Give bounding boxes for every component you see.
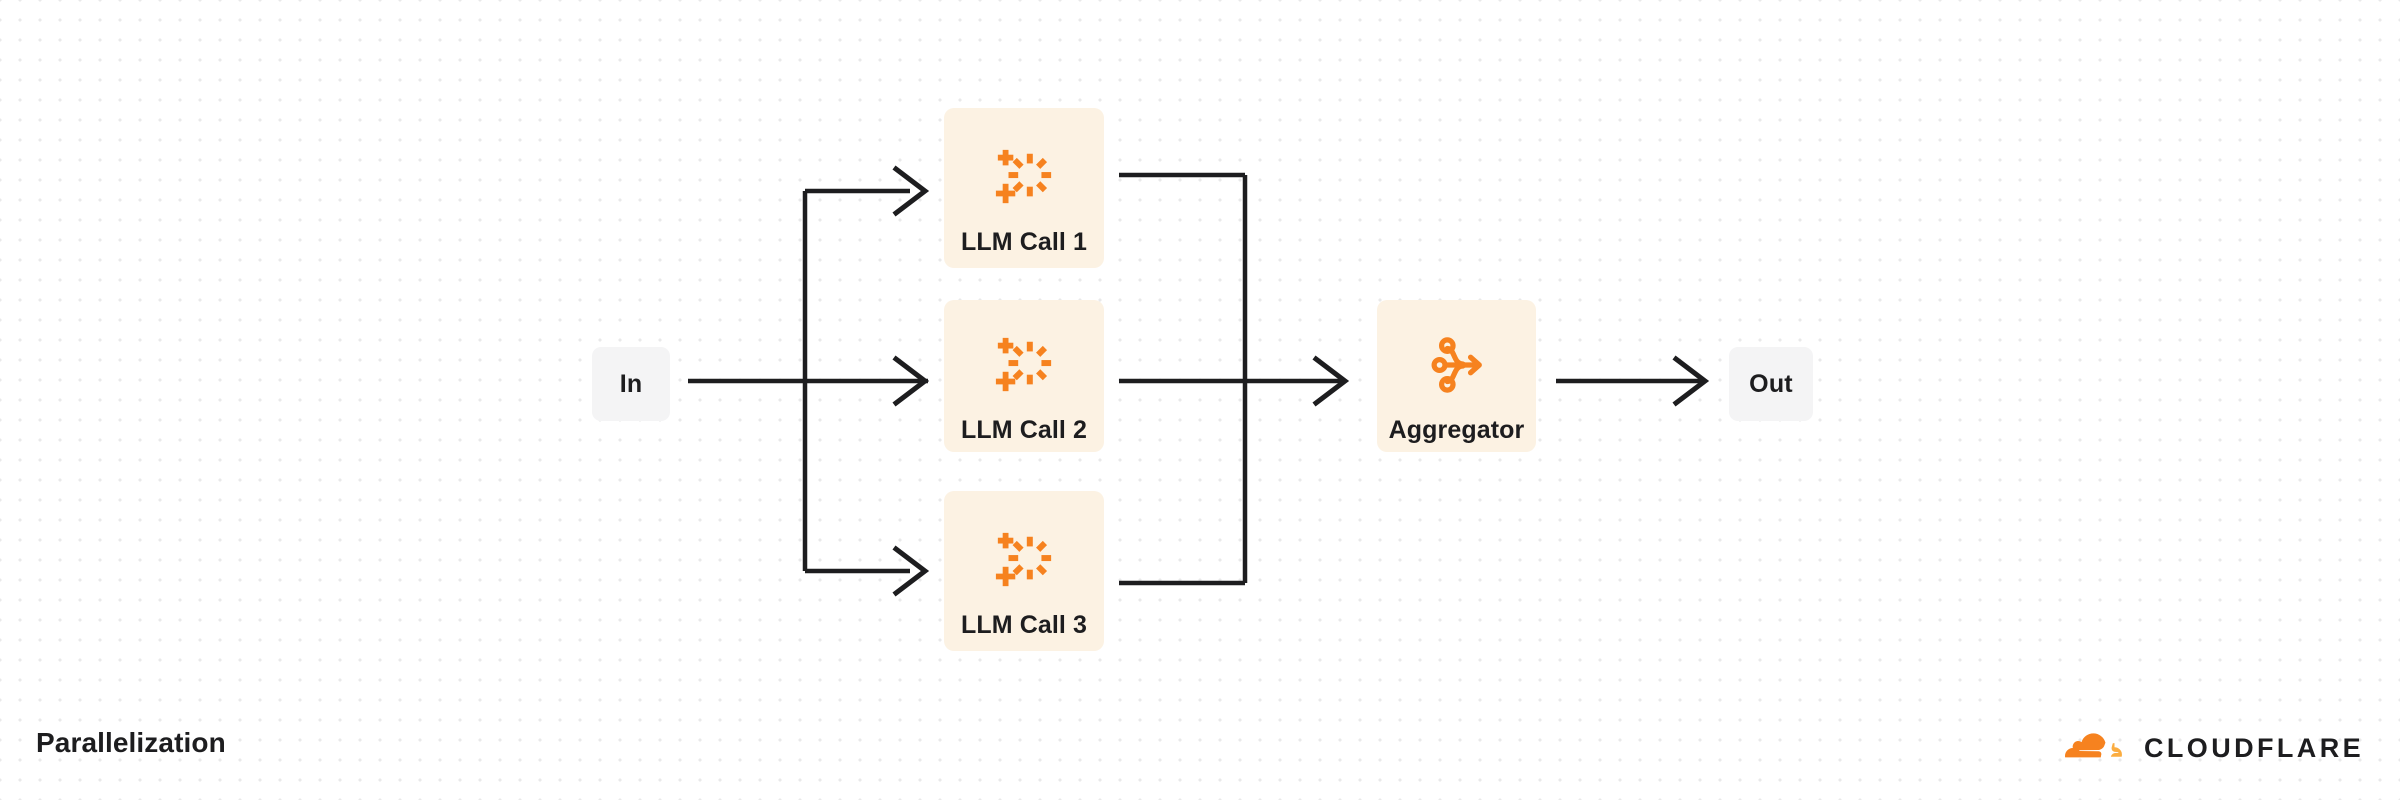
cloudflare-cloud-main <box>2065 733 2106 758</box>
sparkle-ai-icon <box>995 149 1052 203</box>
cloudflare-brand-logo: CLOUDFLARE <box>2052 728 2364 768</box>
node-llm-call-2-label: LLM Call 2 <box>960 415 1087 444</box>
sparkle-ai-icon <box>995 337 1052 391</box>
node-llm-call-1[interactable]: LLM Call 1 <box>944 108 1104 268</box>
arrowhead-to-llm3 <box>892 545 930 597</box>
node-out[interactable]: Out <box>1729 347 1813 421</box>
node-llm-call-1-label: LLM Call 1 <box>960 227 1087 256</box>
arrowhead-to-aggregator <box>1312 355 1350 407</box>
diagram-title: Parallelization <box>36 727 226 758</box>
sparkle-ai-icon <box>995 532 1052 586</box>
node-aggregator-label: Aggregator <box>1388 415 1525 444</box>
cloudflare-cloud-accent <box>2110 743 2122 757</box>
arrowhead-to-llm1 <box>892 165 930 217</box>
node-out-label: Out <box>1749 369 1793 398</box>
arrowhead-to-llm2 <box>892 355 930 407</box>
cloudflare-wordmark: CLOUDFLARE <box>2144 732 2364 763</box>
node-in-label: In <box>619 369 643 398</box>
node-in[interactable]: In <box>592 347 670 421</box>
cloudflare-cloud-icon <box>2065 733 2122 758</box>
node-aggregator[interactable]: Aggregator <box>1377 300 1536 452</box>
node-llm-call-2[interactable]: LLM Call 2 <box>944 300 1104 452</box>
node-llm-call-3[interactable]: LLM Call 3 <box>944 491 1104 651</box>
merge-arrow-icon <box>1431 336 1482 393</box>
arrowhead-to-out <box>1672 355 1710 407</box>
node-llm-call-3-label: LLM Call 3 <box>960 610 1087 639</box>
